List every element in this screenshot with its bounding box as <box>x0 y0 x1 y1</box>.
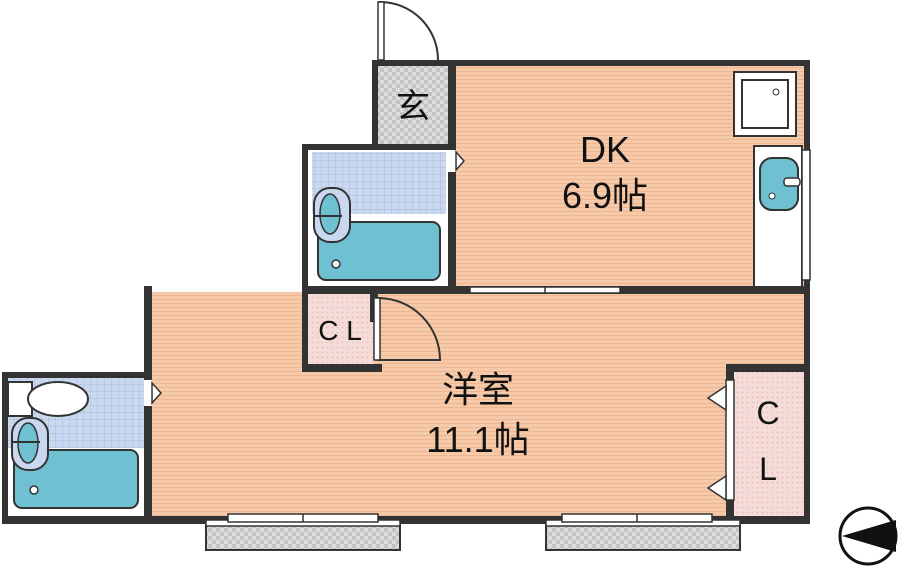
dk-area: 6.9帖 <box>562 175 648 216</box>
closet-small-door-swing <box>377 296 442 361</box>
closet-small-floor <box>308 294 374 364</box>
closet-right-label-top: C <box>756 395 779 431</box>
entrance-label: 玄 <box>396 88 430 126</box>
entrance-door-swing <box>379 0 439 61</box>
closet-small-label: C L <box>318 315 362 346</box>
sink-basin-icon <box>319 193 341 235</box>
closet-right-label-bottom: L <box>759 451 777 487</box>
compass-arrow-icon <box>838 506 898 566</box>
door-bath-lower <box>144 380 152 406</box>
bathtub-upper <box>317 221 441 281</box>
closet-right-door <box>725 379 735 501</box>
closet-right-floor <box>732 372 804 516</box>
western-room-area: 11.1帖 <box>426 419 529 460</box>
bathtub-lower-drain-icon <box>29 485 39 495</box>
bathtub-drain-icon <box>331 259 341 269</box>
door-bath-upper <box>448 150 456 172</box>
refrigerator-space <box>733 71 797 137</box>
toilet-icon <box>27 381 89 417</box>
window-dk-right <box>801 149 811 281</box>
western-room-floor <box>150 292 804 518</box>
dk-label: DK <box>580 129 630 170</box>
entrance-floor <box>376 64 452 146</box>
western-room-label: 洋室 <box>442 369 514 410</box>
